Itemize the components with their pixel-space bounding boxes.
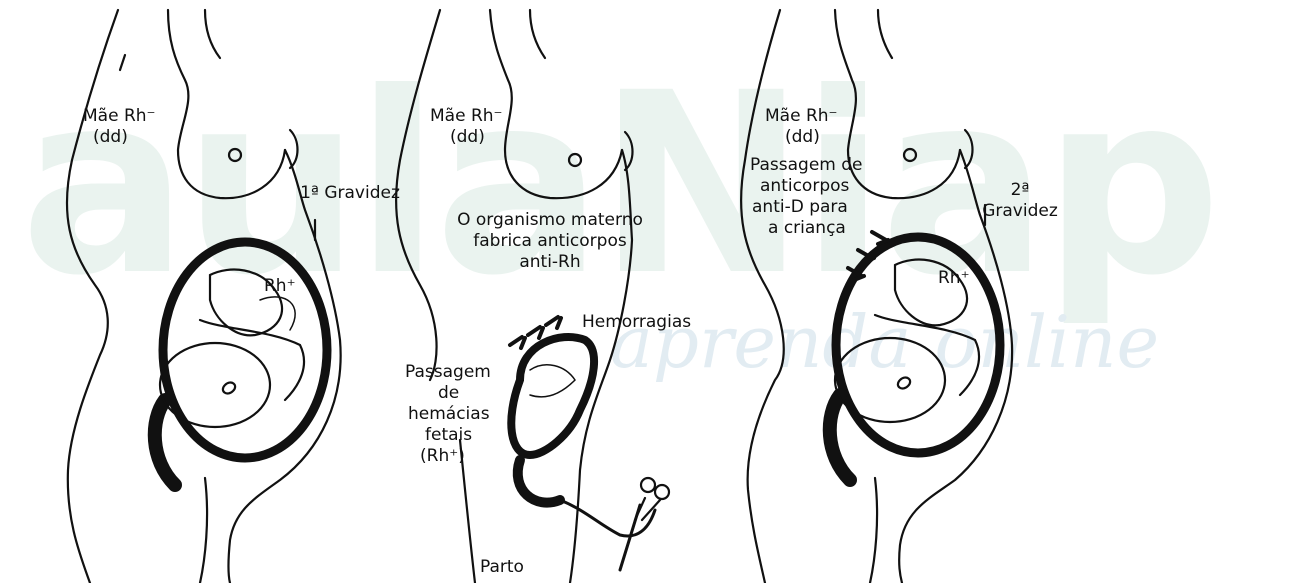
panel-2-figure [396,10,669,583]
panel-3-passage-4: a criança [768,218,846,239]
panel-2-passage-2: de [438,383,459,404]
panel-3-passage-3: anti-D para [752,197,848,218]
panel-2-passage-1: Passagem [405,362,491,383]
panel-2-passage-5: (Rh⁺) [420,446,465,467]
panel-3-mother-label: Mãe Rh⁻ [765,106,838,127]
panel-1-genotype: (dd) [93,127,128,148]
panel-2-passage-3: hemácias [408,404,490,425]
panel-2-mother-label: Mãe Rh⁻ [430,106,503,127]
panel-2-genotype: (dd) [450,127,485,148]
panel-3-passage-1: Passagem de [750,155,863,176]
panel-3-passage-2: anticorpos [760,176,849,197]
panel-1-fetus-label: Rh⁺ [264,276,296,297]
panel-3-fetus-label: Rh⁺ [938,268,970,289]
panel-2-birth: Parto [480,557,524,578]
panel-1-pregnancy: 1ª Gravidez [300,183,400,204]
panel-2-antibody-note: O organismo materno fabrica anticorpos a… [455,210,645,273]
panel-3-figure [741,10,1012,583]
panel-2-hemorrhage: Hemorragias [582,312,691,333]
panel-3-genotype: (dd) [785,127,820,148]
panel-2-passage-4: fetais [425,425,472,446]
panel-1-figure [67,10,341,583]
panel-3-pregnancy: 2ª Gravidez [975,180,1065,222]
panel-1-mother-label: Mãe Rh⁻ [83,106,156,127]
